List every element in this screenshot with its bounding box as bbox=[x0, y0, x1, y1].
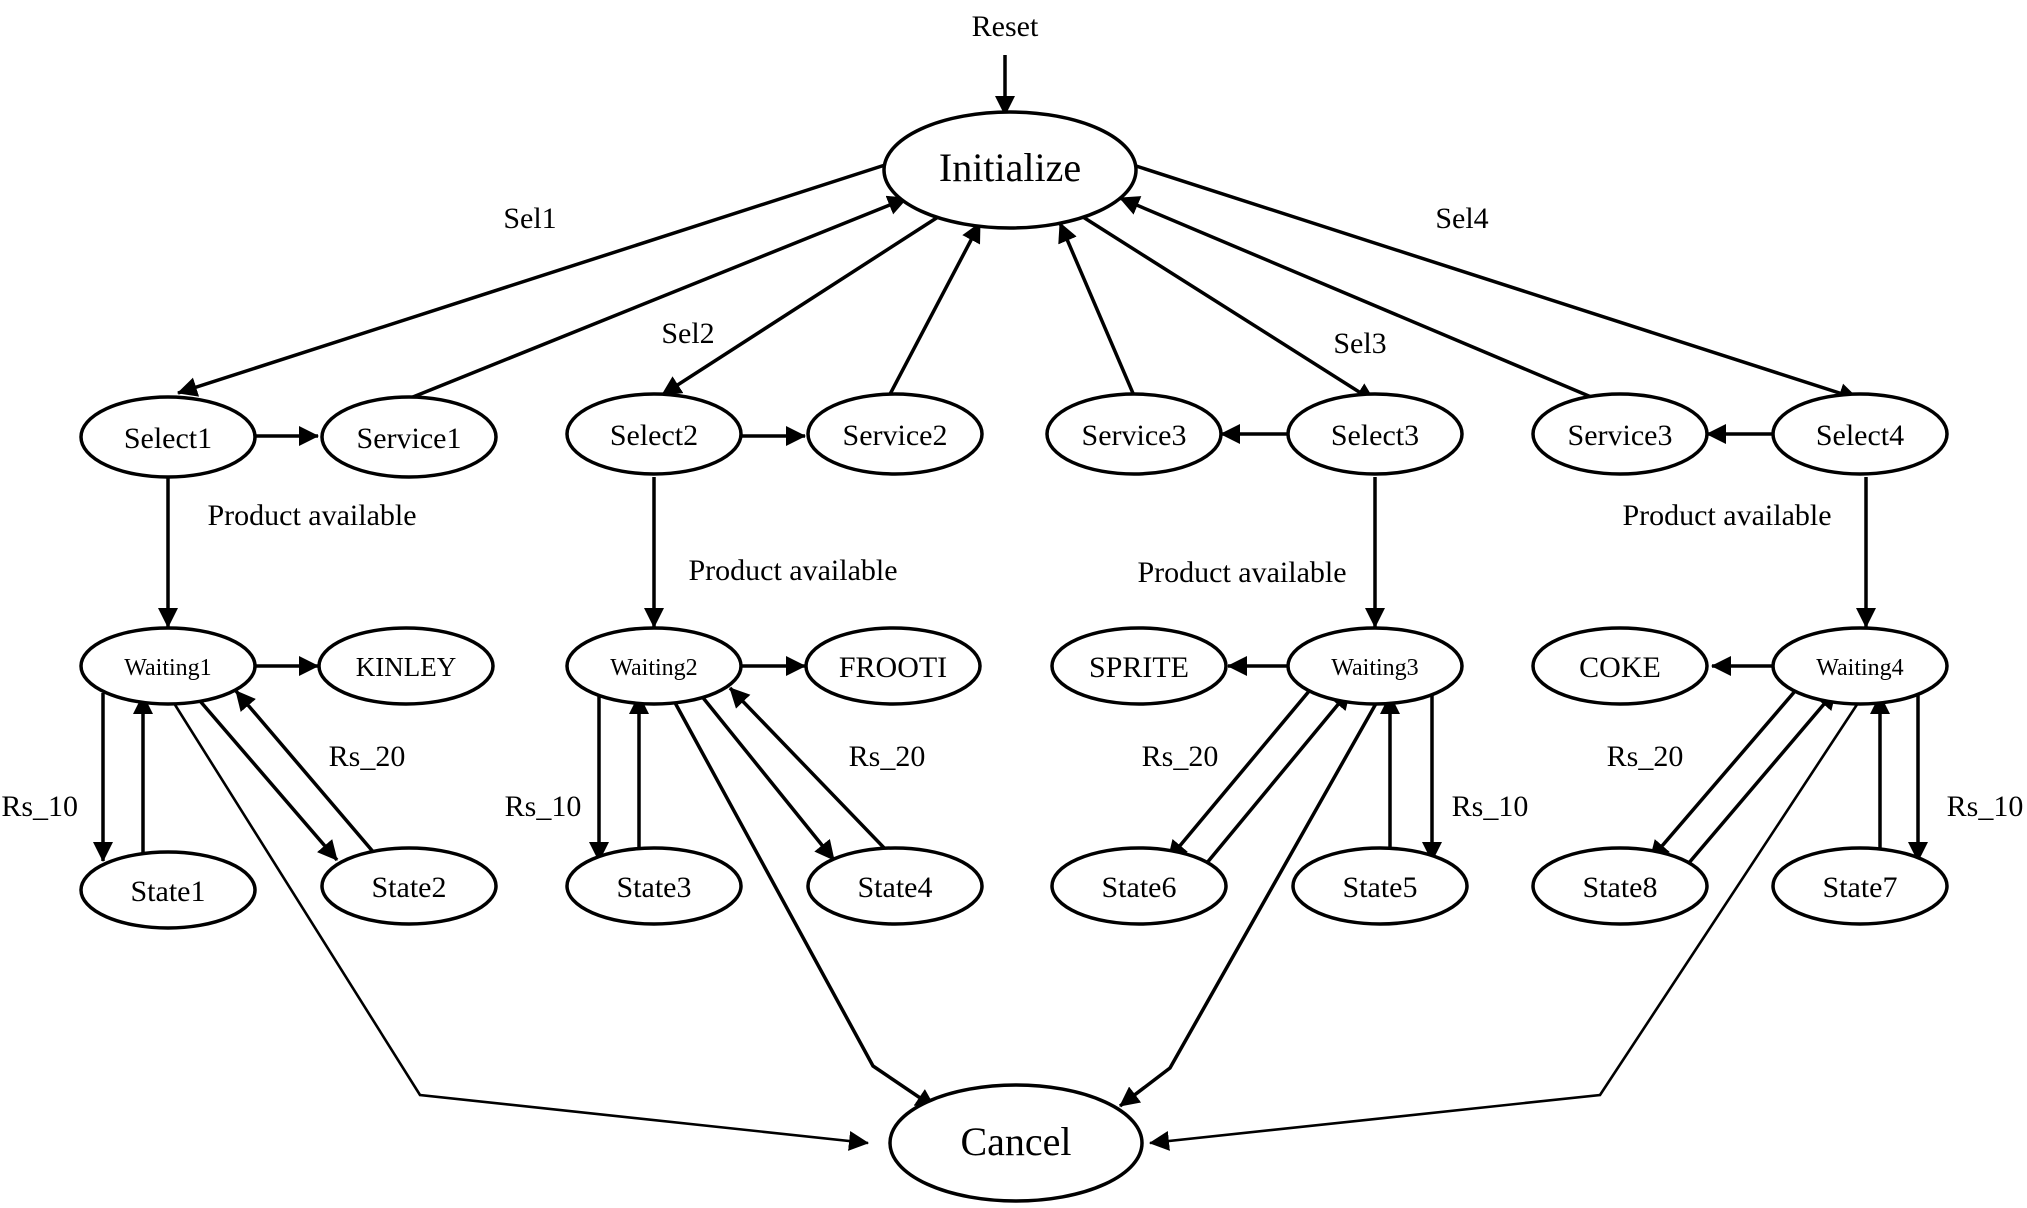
node-service3-left: Service3 bbox=[1045, 392, 1223, 476]
edge-service2-initialize bbox=[886, 222, 982, 399]
node-label: Waiting2 bbox=[610, 655, 697, 681]
node-label: FROOTI bbox=[839, 651, 947, 684]
node-label: Service3 bbox=[1568, 419, 1673, 452]
node-label: Select3 bbox=[1331, 419, 1419, 452]
node-state5: State5 bbox=[1291, 846, 1469, 926]
node-label: Waiting3 bbox=[1331, 655, 1418, 681]
node-waiting4: Waiting4 bbox=[1771, 626, 1949, 706]
edge-state8-waiting4 bbox=[1686, 688, 1838, 866]
node-label: Service2 bbox=[843, 419, 948, 452]
node-label: State4 bbox=[858, 871, 933, 904]
edge-initialize-select1 bbox=[177, 163, 886, 397]
node-label: Waiting4 bbox=[1816, 655, 1903, 681]
edge-initialize-select2 bbox=[661, 215, 939, 397]
edge-waiting4-state8 bbox=[1648, 688, 1798, 862]
node-label: Service3 bbox=[1082, 419, 1187, 452]
node-label: Service1 bbox=[357, 422, 462, 455]
edge-service1-initialize bbox=[397, 195, 908, 405]
node-service1: Service1 bbox=[320, 395, 498, 479]
edges bbox=[93, 55, 1928, 1151]
nodes: Initialize Cancel Select1 Service1 Selec… bbox=[79, 110, 1949, 1203]
label-sel2: Sel2 bbox=[661, 317, 714, 350]
node-label: State8 bbox=[1583, 871, 1658, 904]
node-waiting2: Waiting2 bbox=[565, 626, 743, 706]
label-rs20-4: Rs_20 bbox=[1607, 740, 1684, 773]
edge-initialize-select3 bbox=[1082, 215, 1376, 404]
label-rs10-4: Rs_10 bbox=[1947, 790, 2024, 823]
label-rs20-3: Rs_20 bbox=[1142, 740, 1219, 773]
node-select1: Select1 bbox=[79, 395, 257, 479]
label-product-available-4: Product available bbox=[1622, 499, 1831, 532]
node-label: State6 bbox=[1102, 871, 1177, 904]
node-sprite: SPRITE bbox=[1050, 626, 1228, 706]
label-product-available-1: Product available bbox=[207, 499, 416, 532]
label-rs20-1: Rs_20 bbox=[329, 740, 406, 773]
node-select2: Select2 bbox=[565, 392, 743, 476]
label-rs10-2: Rs_10 bbox=[505, 790, 582, 823]
node-label: State7 bbox=[1823, 871, 1898, 904]
node-state1: State1 bbox=[79, 850, 257, 930]
node-label: KINLEY bbox=[356, 652, 456, 682]
node-waiting3: Waiting3 bbox=[1286, 626, 1464, 706]
edge-initialize-select4 bbox=[1132, 163, 1859, 403]
edge-state6-waiting3 bbox=[1204, 688, 1352, 866]
edge-waiting3-state6 bbox=[1166, 688, 1312, 862]
node-label: COKE bbox=[1579, 651, 1661, 684]
node-label: State2 bbox=[372, 871, 447, 904]
label-rs20-2: Rs_20 bbox=[849, 740, 926, 773]
label-sel3: Sel3 bbox=[1333, 327, 1386, 360]
node-frooti: FROOTI bbox=[804, 626, 982, 706]
node-cancel: Cancel bbox=[888, 1083, 1144, 1203]
node-state7: State7 bbox=[1771, 846, 1949, 926]
node-kinley: KINLEY bbox=[317, 626, 495, 706]
node-service3-right: Service3 bbox=[1531, 392, 1709, 476]
label-product-available-2: Product available bbox=[688, 554, 897, 587]
edge-waiting3-cancel bbox=[1118, 699, 1380, 1108]
node-label: Waiting1 bbox=[124, 655, 211, 681]
edge-service3b-initialize bbox=[1119, 196, 1604, 404]
node-label: Select4 bbox=[1816, 419, 1904, 452]
node-initialize: Initialize bbox=[882, 110, 1138, 230]
label-sel1: Sel1 bbox=[503, 202, 556, 235]
node-waiting1: Waiting1 bbox=[79, 626, 257, 706]
node-state8: State8 bbox=[1531, 846, 1709, 926]
edge-waiting1-state2 bbox=[192, 692, 339, 862]
edge-state2-waiting1 bbox=[234, 689, 377, 856]
edge-waiting2-state4 bbox=[698, 692, 836, 862]
node-label: Select1 bbox=[124, 422, 212, 455]
node-service2: Service2 bbox=[806, 392, 984, 476]
node-state2: State2 bbox=[320, 846, 498, 926]
edge-waiting2-cancel bbox=[671, 698, 936, 1110]
reset-label: Reset bbox=[972, 10, 1039, 43]
node-label: Cancel bbox=[960, 1119, 1071, 1164]
label-sel4: Sel4 bbox=[1435, 202, 1488, 235]
edge-service3a-initialize bbox=[1058, 222, 1137, 399]
edge-waiting1-cancel bbox=[170, 699, 869, 1151]
node-select3: Select3 bbox=[1286, 392, 1464, 476]
node-label: SPRITE bbox=[1089, 651, 1189, 684]
label-rs10-1: Rs_10 bbox=[1, 790, 78, 823]
node-label: State1 bbox=[131, 875, 206, 908]
node-state4: State4 bbox=[806, 846, 984, 926]
node-label: Initialize bbox=[939, 145, 1081, 190]
node-label: Select2 bbox=[610, 419, 698, 452]
edge-labels: Reset Sel1 Sel2 Sel3 Sel4 Product availa… bbox=[1, 10, 2023, 823]
node-state6: State6 bbox=[1050, 846, 1228, 926]
node-state3: State3 bbox=[565, 846, 743, 926]
node-label: State5 bbox=[1343, 871, 1418, 904]
label-rs10-3: Rs_10 bbox=[1452, 790, 1529, 823]
edge-waiting4-cancel bbox=[1149, 699, 1862, 1151]
node-select4: Select4 bbox=[1771, 392, 1949, 476]
edge-state4-waiting2 bbox=[728, 686, 892, 856]
node-coke: COKE bbox=[1531, 626, 1709, 706]
node-label: State3 bbox=[617, 871, 692, 904]
label-product-available-3: Product available bbox=[1137, 556, 1346, 589]
